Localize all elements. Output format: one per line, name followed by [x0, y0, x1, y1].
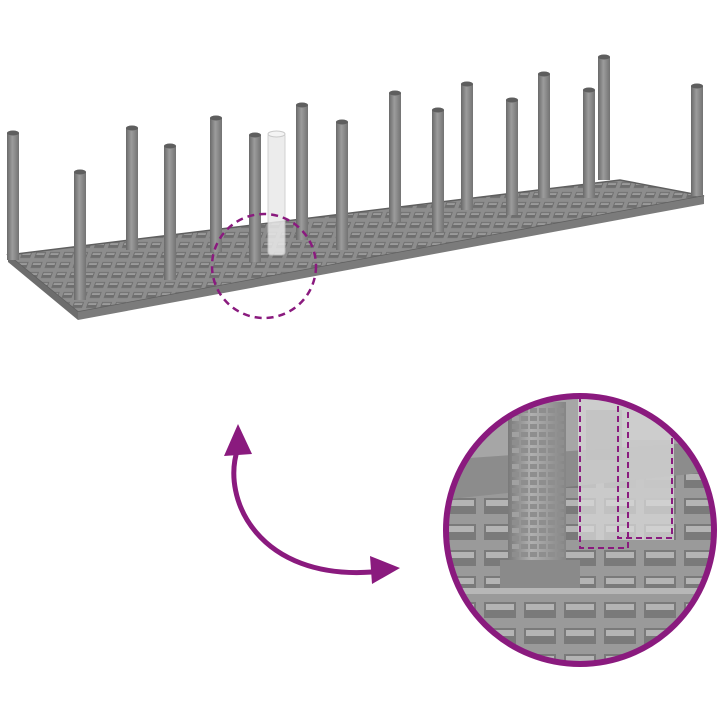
peg-top — [74, 169, 86, 175]
peg — [691, 86, 703, 196]
peg — [126, 128, 138, 250]
peg — [538, 74, 550, 198]
peg-top — [506, 97, 518, 103]
peg-top — [598, 54, 610, 60]
peg — [583, 90, 595, 198]
peg — [598, 57, 610, 180]
peg-group — [7, 54, 703, 300]
peg-top — [336, 119, 348, 125]
peg — [432, 110, 444, 232]
peg — [74, 172, 86, 300]
peg — [7, 133, 19, 260]
peg-top — [461, 81, 473, 87]
peg-top — [126, 125, 138, 131]
peg-top — [164, 143, 176, 149]
peg-top — [7, 130, 19, 136]
peg-top — [432, 107, 444, 113]
peg — [506, 100, 518, 215]
peg — [389, 93, 401, 222]
arrowhead-right-icon — [370, 556, 400, 584]
peg — [461, 84, 473, 210]
rack-base — [6, 179, 705, 320]
peg — [210, 118, 222, 252]
transparent-peg — [267, 130, 286, 256]
peg — [164, 146, 176, 280]
peg-top — [583, 87, 595, 93]
peg — [249, 135, 261, 262]
peg — [296, 105, 308, 240]
peg — [336, 122, 348, 250]
peg-top — [389, 90, 401, 96]
peg-top — [210, 115, 222, 121]
zoom-inset — [443, 393, 717, 667]
highlight-circle — [210, 212, 318, 320]
peg-top — [249, 132, 261, 138]
peg-top — [296, 102, 308, 108]
peg-top — [691, 83, 703, 89]
arrowhead-up-icon — [224, 424, 252, 456]
curved-arrow — [224, 424, 400, 584]
peg-top — [538, 71, 550, 77]
